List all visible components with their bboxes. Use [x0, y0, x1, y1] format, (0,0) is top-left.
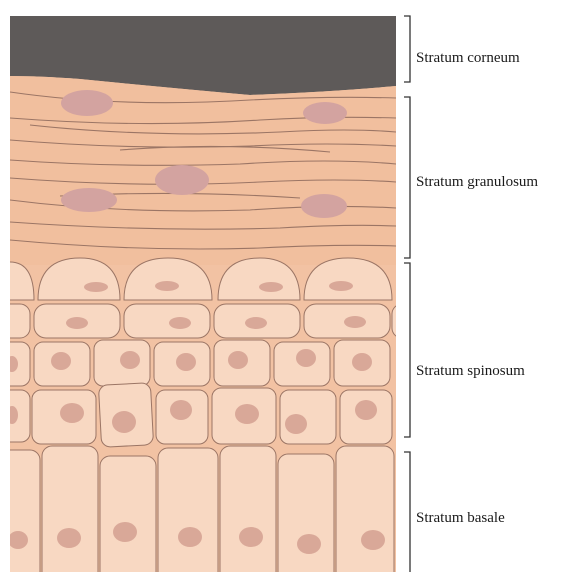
cell	[0, 450, 40, 572]
bracket-basale	[404, 452, 410, 572]
bracket-corneum	[404, 16, 410, 82]
label-stratum-spinosum: Stratum spinosum	[416, 363, 525, 379]
label-stratum-granulosum: Stratum granulosum	[416, 174, 538, 190]
cell	[392, 304, 422, 338]
cell	[100, 456, 156, 572]
cell	[158, 448, 218, 572]
bracket-spinosum	[404, 263, 410, 437]
nucleus	[61, 90, 113, 116]
cell	[42, 446, 98, 572]
nucleus	[301, 194, 347, 218]
label-stratum-basale: Stratum basale	[416, 510, 505, 526]
cell	[124, 304, 210, 338]
cell	[0, 304, 30, 338]
nucleus	[61, 188, 117, 212]
cell	[278, 454, 334, 572]
cell	[336, 446, 394, 572]
stratum-granulosum-layer	[10, 76, 396, 265]
nucleus	[303, 102, 347, 124]
bracket-granulosum	[404, 97, 410, 258]
nucleus	[155, 165, 209, 195]
cell	[220, 446, 276, 572]
label-stratum-corneum: Stratum corneum	[416, 50, 520, 66]
